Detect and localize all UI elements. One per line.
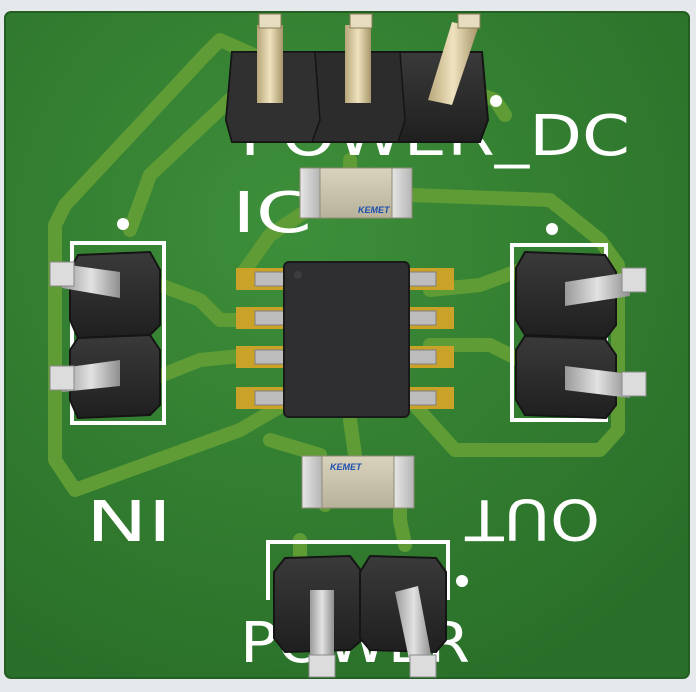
capacitor-top: KEMET	[299, 167, 413, 219]
capacitor-top-brand: KEMET	[358, 205, 391, 215]
power-pin1-dot	[456, 575, 468, 587]
power-header	[273, 554, 447, 678]
out-pin-1	[565, 272, 630, 306]
out-pin-2	[565, 366, 630, 398]
in-header	[49, 250, 161, 420]
ic-pin1-mark	[294, 271, 302, 279]
power-pin-2	[395, 586, 432, 664]
power-dc-pin-3	[428, 22, 478, 105]
ic-chip	[236, 261, 454, 418]
capacitor-bottom-brand: KEMET	[330, 462, 363, 472]
out-pin1-dot	[546, 223, 558, 235]
in-pin1-dot	[117, 218, 129, 230]
power-dc-header	[224, 13, 490, 143]
power-dc-pin-1	[257, 25, 283, 103]
power-dc-pin1-dot	[490, 95, 502, 107]
power-pin-1	[310, 590, 334, 660]
ic-body	[283, 261, 410, 418]
power-dc-pin-2	[345, 25, 371, 103]
in-pin-2	[62, 360, 120, 392]
power-connector-outline	[266, 540, 450, 600]
out-header	[515, 250, 647, 420]
capacitor-bottom: KEMET	[301, 455, 415, 509]
in-connector-outline	[70, 241, 166, 425]
ic-ref-label: IC	[232, 181, 312, 246]
out-label: OUT	[464, 486, 600, 551]
in-pin-1	[62, 264, 120, 298]
in-label: IN	[86, 486, 172, 551]
